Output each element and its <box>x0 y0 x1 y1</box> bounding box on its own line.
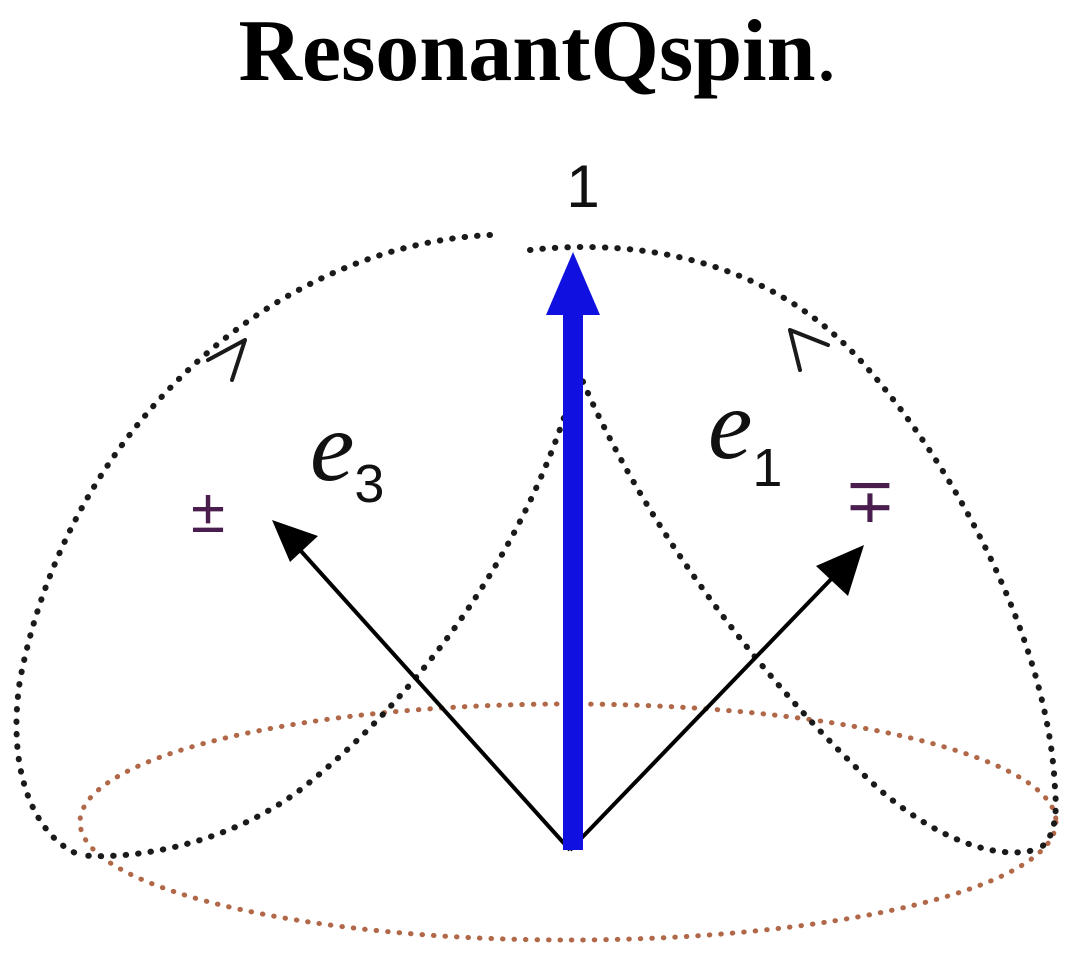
e3-vector-arrowhead-icon <box>272 520 318 562</box>
title-period: . <box>816 3 838 100</box>
e1-label-sub: 1 <box>752 438 782 498</box>
minus-plus-sign: ∓ <box>844 467 896 536</box>
meridian-right-curve <box>575 367 1043 856</box>
left-orbit-arrow-icon <box>206 338 247 382</box>
dome-outer-right-curve <box>527 244 1059 851</box>
e1-vector-shaft <box>568 570 840 852</box>
e3-label-sub: 3 <box>354 454 384 514</box>
diagram-title: ResonantQspin. <box>238 3 837 100</box>
dome-outer-left-curve <box>13 232 493 858</box>
e3-vector-shaft <box>298 548 572 852</box>
e3-label-base: e <box>310 391 354 502</box>
plus-minus-sign: ± <box>191 477 225 546</box>
main-vector-arrowhead-icon <box>546 252 600 315</box>
e1-label: e1 <box>708 369 782 498</box>
e1-label-base: e <box>708 369 752 480</box>
title-main: ResonantQspin <box>238 3 815 100</box>
meridian-left-curve <box>77 367 581 860</box>
top-vector-label: 1 <box>566 153 599 220</box>
e1-vector-arrowhead-icon <box>816 545 864 596</box>
e3-label: e3 <box>310 391 384 514</box>
main-vector-shaft <box>563 305 583 850</box>
right-orbit-arrow-icon <box>788 328 830 372</box>
